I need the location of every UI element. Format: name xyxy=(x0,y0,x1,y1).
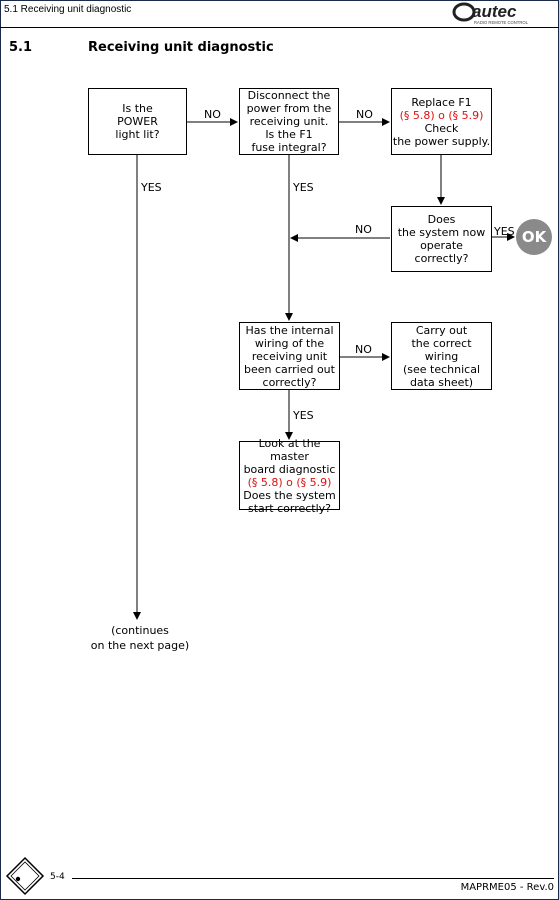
svg-text:RADIO REMOTE CONTROL: RADIO REMOTE CONTROL xyxy=(474,20,529,25)
box-master-board: Look at the master board diagnostic (§ 5… xyxy=(239,437,340,515)
label-yes-wiring: YES xyxy=(293,409,314,422)
document-reference: MAPRME05 - Rev.0 xyxy=(460,882,554,893)
box-system-operate: Does the system now operate correctly? xyxy=(391,206,492,272)
section-number: 5.1 xyxy=(9,40,33,55)
box-carry-out-wiring: Carry out the correct wiring (see techni… xyxy=(391,322,492,390)
label-no-wiring: NO xyxy=(355,343,372,356)
label-no-fuse: NO xyxy=(356,108,373,121)
label-yes-operate: YES xyxy=(494,225,515,238)
box-disconnect-power: Disconnect the power from the receiving … xyxy=(239,88,339,155)
svg-text:autec: autec xyxy=(472,2,517,21)
section-title: Receiving unit diagnostic xyxy=(88,40,274,55)
continues-note: (continues on the next page) xyxy=(90,624,190,652)
autec-logo: autec RADIO REMOTE CONTROL xyxy=(452,2,529,25)
box-power-light: Is the POWER light lit? xyxy=(88,88,187,155)
label-yes-power: YES xyxy=(141,181,162,194)
box-internal-wiring: Has the internal wiring of the receiving… xyxy=(239,322,340,390)
footer-divider xyxy=(72,878,554,879)
header-divider xyxy=(0,27,559,28)
page-number: 5-4 xyxy=(50,872,65,882)
label-yes-fuse: YES xyxy=(293,181,314,194)
ok-badge: OK xyxy=(516,219,552,255)
manual-book-icon xyxy=(5,856,45,896)
label-no-power: NO xyxy=(204,108,221,121)
label-no-operate: NO xyxy=(355,223,372,236)
header-title: 5.1 Receiving unit diagnostic xyxy=(4,4,132,15)
box-replace-f1: Replace F1 (§ 5.8) o (§ 5.9) Check the p… xyxy=(391,88,492,155)
